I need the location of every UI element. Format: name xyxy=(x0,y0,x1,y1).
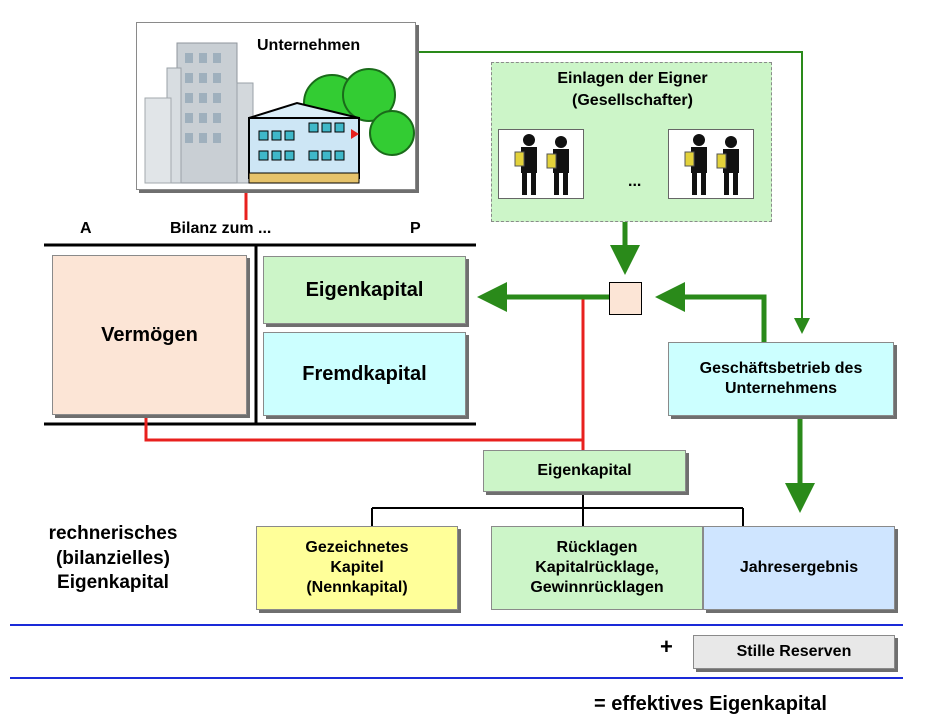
subscribed-capital-box: Gezeichnetes Kapitel (Nennkapital) xyxy=(256,526,458,610)
company-illustration xyxy=(144,42,415,184)
businessmen-icon xyxy=(514,134,569,195)
balance-right-label: P xyxy=(410,220,421,237)
effective-equity-label: = effektives Eigenkapital xyxy=(594,693,827,715)
owner-group-right xyxy=(668,129,754,199)
balance-title: Bilanz zum ... xyxy=(170,220,272,237)
owners-ellipsis: ... xyxy=(628,173,642,190)
operations-to-node-arrow xyxy=(655,282,767,342)
company-to-operations-arrow xyxy=(416,51,810,334)
businessmen-icon xyxy=(684,134,739,195)
hidden-reserves-box: Stille Reserven xyxy=(693,635,895,669)
junction-node xyxy=(609,282,642,315)
owners-title-line1: Einlagen der Eigner xyxy=(557,70,708,87)
assets-box: Vermögen xyxy=(52,255,247,415)
owners-box: Einlagen der Eigner (Gesellschafter) ... xyxy=(491,62,772,222)
owner-group-left xyxy=(498,129,584,199)
calculated-equity-label: rechnerisches (bilanzielles) Eigenkapita… xyxy=(48,523,178,594)
equity-node-box: Eigenkapital xyxy=(483,450,686,492)
plus-sign: + xyxy=(660,634,673,659)
balance-left-label: A xyxy=(80,220,92,237)
annual-result-box: Jahresergebnis xyxy=(703,526,895,610)
operations-box: Geschäftsbetrieb des Unternehmens xyxy=(668,342,894,416)
debt-box: Fremdkapital xyxy=(263,332,466,416)
owners-title-line2: (Gesellschafter) xyxy=(572,92,693,109)
company-box: Unternehmen xyxy=(136,22,416,190)
equity-box: Eigenkapital xyxy=(263,256,466,324)
reserves-box: Rücklagen Kapitalrücklage, Gewinnrücklag… xyxy=(491,526,703,610)
company-label: Unternehmen xyxy=(257,37,361,54)
